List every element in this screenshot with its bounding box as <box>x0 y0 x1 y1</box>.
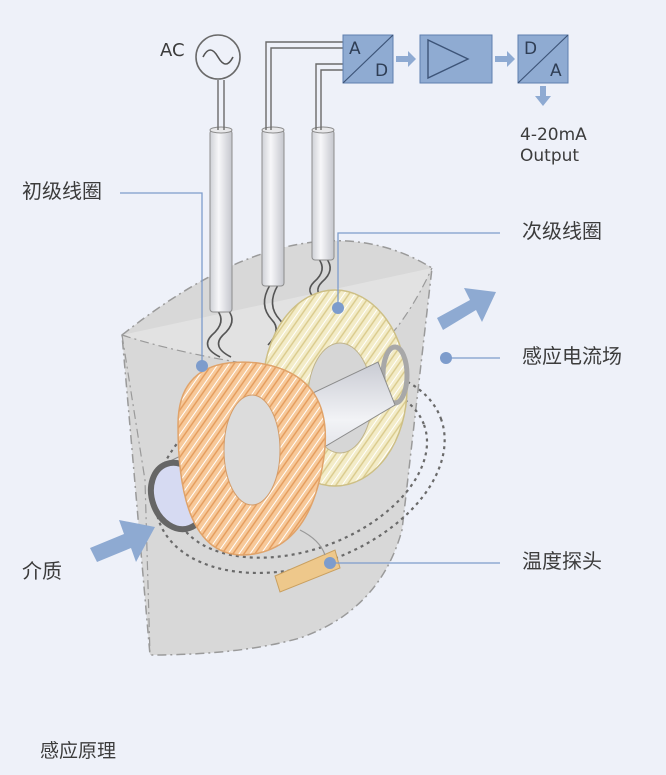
temperature-probe-label: 温度探头 <box>522 549 602 573</box>
ac-source-icon <box>195 34 241 80</box>
output-value: 4-20mA <box>520 125 587 145</box>
adc-top-letter: A <box>349 39 361 59</box>
leader-lines <box>120 192 500 564</box>
adc-block: A D <box>342 34 394 84</box>
dac-block: D A <box>517 34 569 84</box>
dac-bottom-letter: A <box>550 61 562 81</box>
sensor-rods <box>209 126 335 313</box>
primary-coil <box>177 361 327 556</box>
arrow-adc-to-amp <box>396 51 416 67</box>
induced-field-label: 感应电流场 <box>522 344 622 368</box>
primary-coil-label: 初级线圈 <box>22 179 102 203</box>
medium-label: 介质 <box>22 559 62 583</box>
field-arrow-icon <box>437 288 496 330</box>
diagram-caption: 感应原理 <box>40 740 117 762</box>
temperature-probe <box>274 529 341 593</box>
medium-arrow-icon <box>90 520 155 562</box>
output-label: Output <box>520 146 580 166</box>
dac-top-letter: D <box>524 39 537 59</box>
adc-bottom-letter: D <box>375 61 388 81</box>
arrow-dac-down <box>535 86 551 106</box>
leader-dots <box>196 302 452 569</box>
signal-wires <box>217 41 343 130</box>
arrow-amp-to-dac <box>495 51 515 67</box>
amplifier-icon <box>419 34 493 84</box>
secondary-coil-label: 次级线圈 <box>522 219 602 243</box>
ac-label: AC <box>160 40 185 61</box>
